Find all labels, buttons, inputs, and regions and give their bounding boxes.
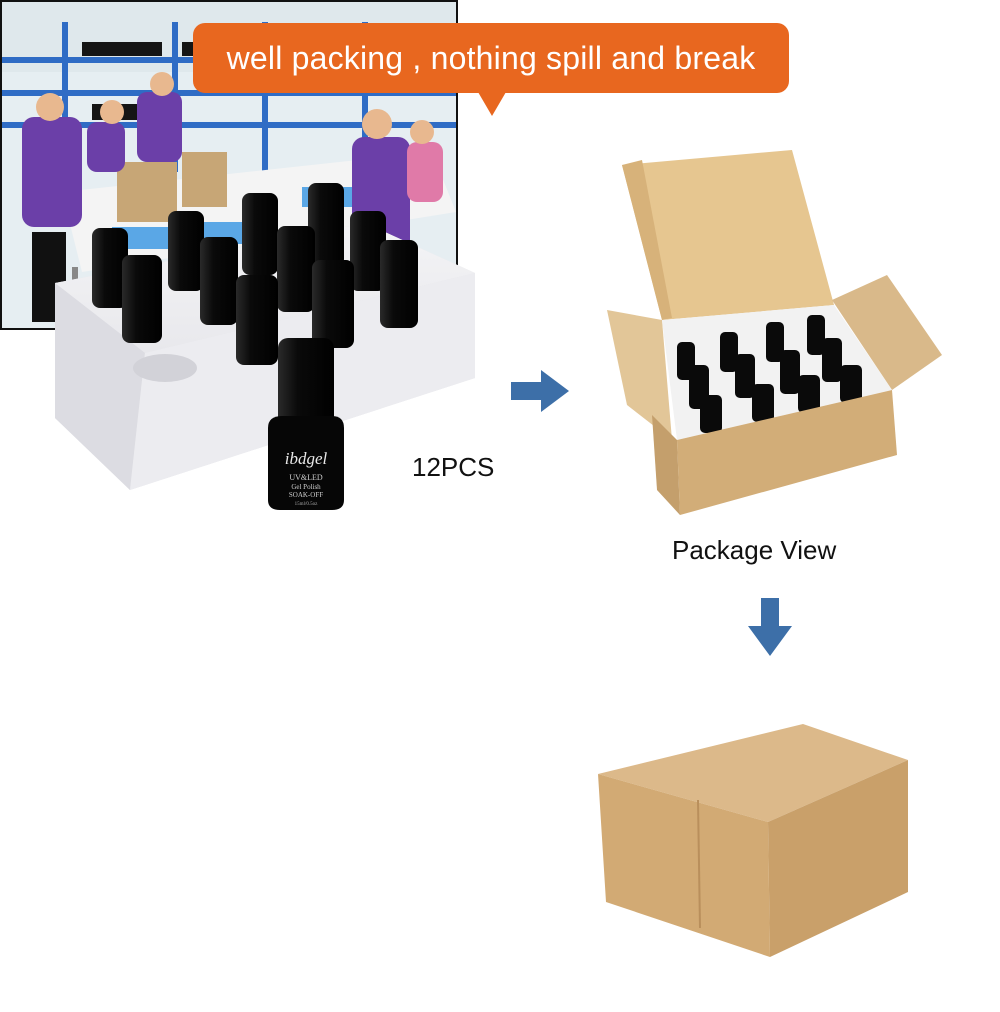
banner-text: well packing , nothing spill and break <box>226 39 756 76</box>
closed-box-image <box>598 724 908 957</box>
bottle-line-1: UV&LED <box>289 473 323 482</box>
banner-pointer <box>478 92 506 116</box>
open-box-image <box>607 150 942 515</box>
bottle-line-3: SOAK-OFF <box>289 491 323 499</box>
bottle-line-4: 15ml/0.5oz <box>295 502 318 507</box>
arrow-down-icon <box>748 598 792 656</box>
headline-banner: well packing , nothing spill and break <box>193 23 789 93</box>
foam-tray-image: ibdgel UV&LED Gel Polish SOAK-OFF 15ml/0… <box>55 183 475 510</box>
package-view-label: Package View <box>672 535 837 565</box>
quantity-label: 12PCS <box>412 452 495 482</box>
arrow-right-icon <box>511 370 569 412</box>
bottle-brand: ibdgel <box>285 449 328 468</box>
bottle-line-2: Gel Polish <box>291 483 321 491</box>
